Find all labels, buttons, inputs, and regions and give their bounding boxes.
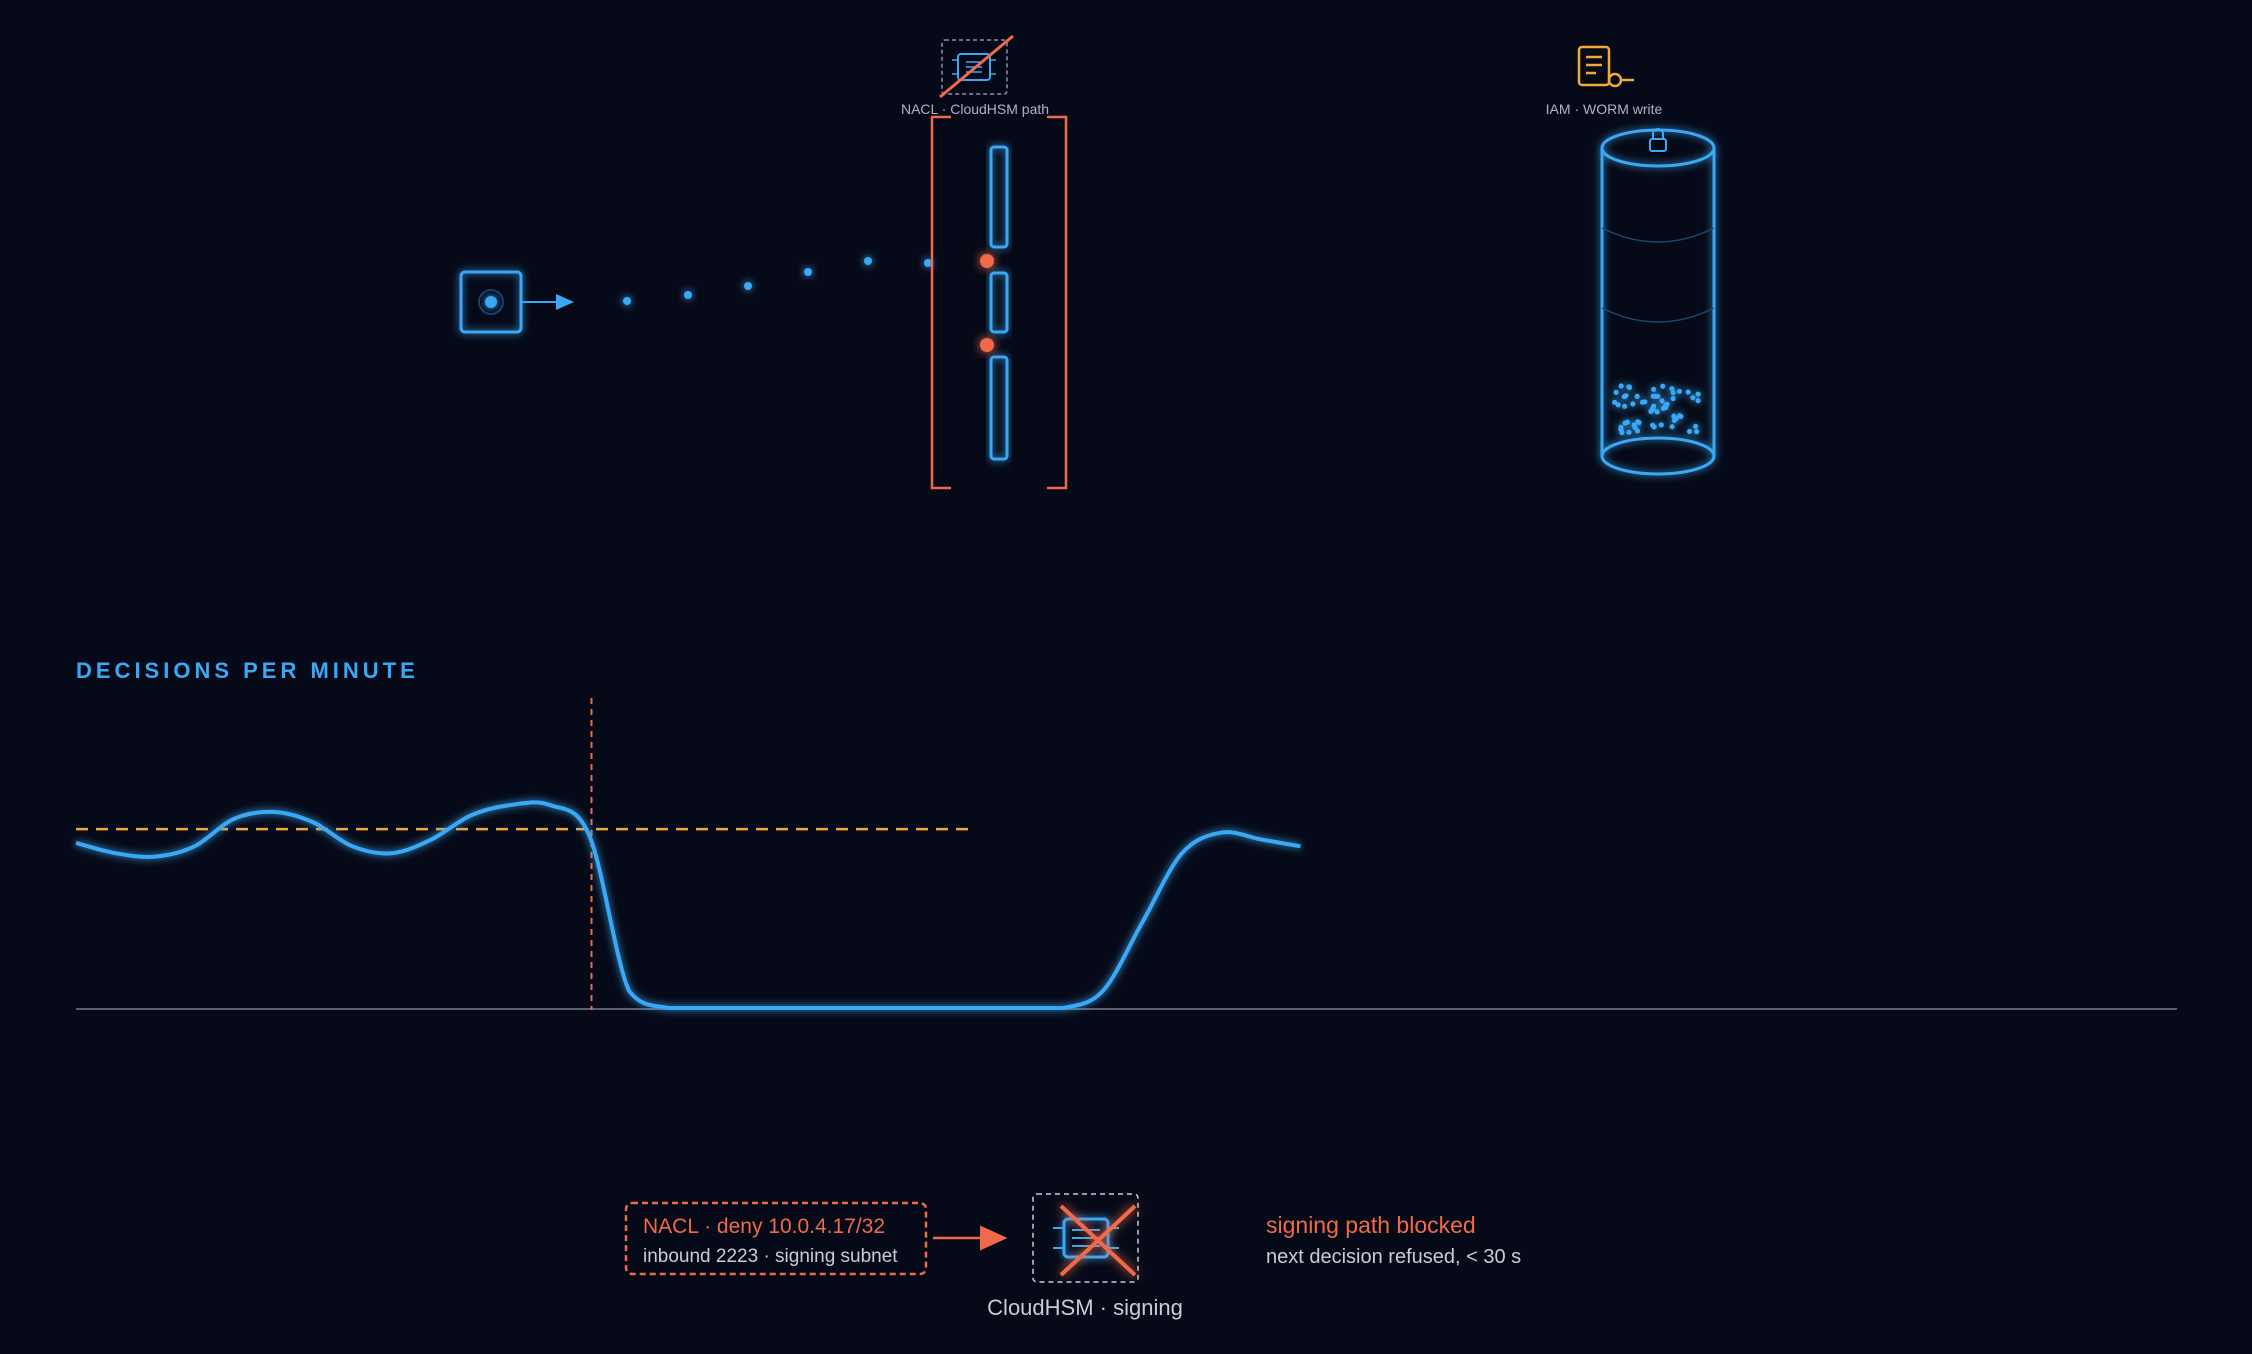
data-point: [1101, 989, 1105, 993]
record-dot: [1639, 399, 1646, 405]
data-point: [785, 1006, 789, 1010]
data-point: [904, 1006, 908, 1010]
record-dot: [1690, 395, 1696, 401]
record-dot: [1686, 428, 1693, 435]
status-detail: next decision refused, < 30 s: [1266, 1246, 1521, 1268]
data-point: [351, 844, 355, 848]
policy-document-key-icon: [1577, 45, 1634, 88]
blocked-packet: [980, 338, 994, 352]
nacl-gate: [930, 115, 1068, 490]
data-point: [667, 1006, 671, 1010]
chart-title: DECISIONS PER MINUTE: [76, 658, 419, 683]
record-dot: [1626, 429, 1632, 435]
data-point: [1062, 1006, 1066, 1010]
data-point: [193, 844, 197, 848]
data-point: [943, 1006, 947, 1010]
worm-records: [1612, 383, 1701, 436]
record-dot: [1651, 403, 1657, 409]
data-point: [114, 851, 118, 855]
cloudhsm-blocked-icon: [1032, 1193, 1139, 1283]
decisions-chart: [74, 698, 2177, 1010]
nacl-gate-label: NACL · CloudHSM path: [901, 101, 1049, 117]
record-dot: [1670, 390, 1676, 396]
record-dot: [1695, 391, 1701, 397]
data-point: [1259, 837, 1263, 841]
data-point: [232, 817, 236, 821]
worm-store-label: IAM · WORM write: [1546, 101, 1663, 117]
record-dot: [1622, 403, 1628, 409]
series-line: [75, 800, 1301, 1010]
data-point: [430, 837, 434, 841]
record-dot: [1651, 386, 1657, 392]
record-dot: [1651, 424, 1657, 430]
data-point: [1220, 831, 1224, 835]
record-dot: [1619, 429, 1625, 436]
record-dot: [1695, 398, 1701, 404]
data-point: [311, 820, 315, 824]
nacl-rule-scope: inbound 2223 · signing subnet: [643, 1246, 898, 1267]
lock-icon: [1649, 128, 1667, 152]
record-dot: [1660, 383, 1666, 389]
data-point: [469, 813, 473, 817]
record-dot: [1652, 393, 1658, 399]
record-dot: [1630, 401, 1636, 407]
data-point: [983, 1006, 987, 1010]
data-point: [153, 855, 157, 859]
record-dot: [1612, 399, 1618, 405]
data-point: [1141, 920, 1145, 924]
record-dot: [1626, 384, 1632, 390]
data-point: [706, 1006, 710, 1010]
nacl-rule-text: NACL · deny 10.0.4.17/32: [643, 1215, 885, 1238]
record-dot: [1694, 429, 1700, 435]
blocked-packet: [980, 254, 994, 268]
record-dot: [1677, 413, 1683, 419]
record-dot: [1623, 393, 1629, 399]
record-dot: [1685, 389, 1691, 395]
data-point: [1022, 1006, 1026, 1010]
cloudhsm-label: CloudHSM · signing: [987, 1295, 1183, 1320]
nacl-rule-card: NACL · deny 10.0.4.17/32 inbound 2223 · …: [624, 1201, 928, 1276]
blocked-chip-icon: [939, 34, 1014, 99]
record-dot: [1659, 398, 1665, 404]
status-title: signing path blocked: [1266, 1212, 1476, 1238]
data-point: [825, 1006, 829, 1010]
record-dot: [1634, 393, 1640, 399]
record-dot: [1654, 409, 1660, 415]
source-node-icon: [478, 289, 504, 315]
record-dot: [1618, 383, 1624, 389]
record-dot: [1622, 420, 1628, 426]
data-point: [746, 1006, 750, 1010]
data-point: [588, 834, 592, 838]
data-point: [509, 803, 513, 807]
record-dot: [1669, 424, 1675, 430]
data-point: [627, 989, 631, 993]
record-dot: [1613, 389, 1619, 395]
record-dot: [1673, 415, 1679, 422]
record-dot: [1670, 395, 1676, 402]
data-point: [272, 810, 276, 814]
record-dot: [1669, 386, 1675, 392]
data-point: [1180, 851, 1184, 855]
record-dot: [1663, 404, 1669, 411]
data-point: [390, 851, 394, 855]
data-point: [74, 841, 78, 845]
source-node: [459, 270, 523, 334]
worm-store: [1600, 128, 1716, 476]
packet-dots: [623, 257, 932, 305]
data-point: [548, 803, 552, 807]
record-dot: [1631, 422, 1637, 428]
data-point: [864, 1006, 868, 1010]
data-point: [1299, 844, 1303, 848]
record-dot: [1635, 419, 1641, 425]
record-dot: [1676, 388, 1682, 394]
record-dot: [1634, 428, 1641, 434]
record-dot: [1658, 422, 1664, 428]
record-dot: [1693, 423, 1699, 429]
